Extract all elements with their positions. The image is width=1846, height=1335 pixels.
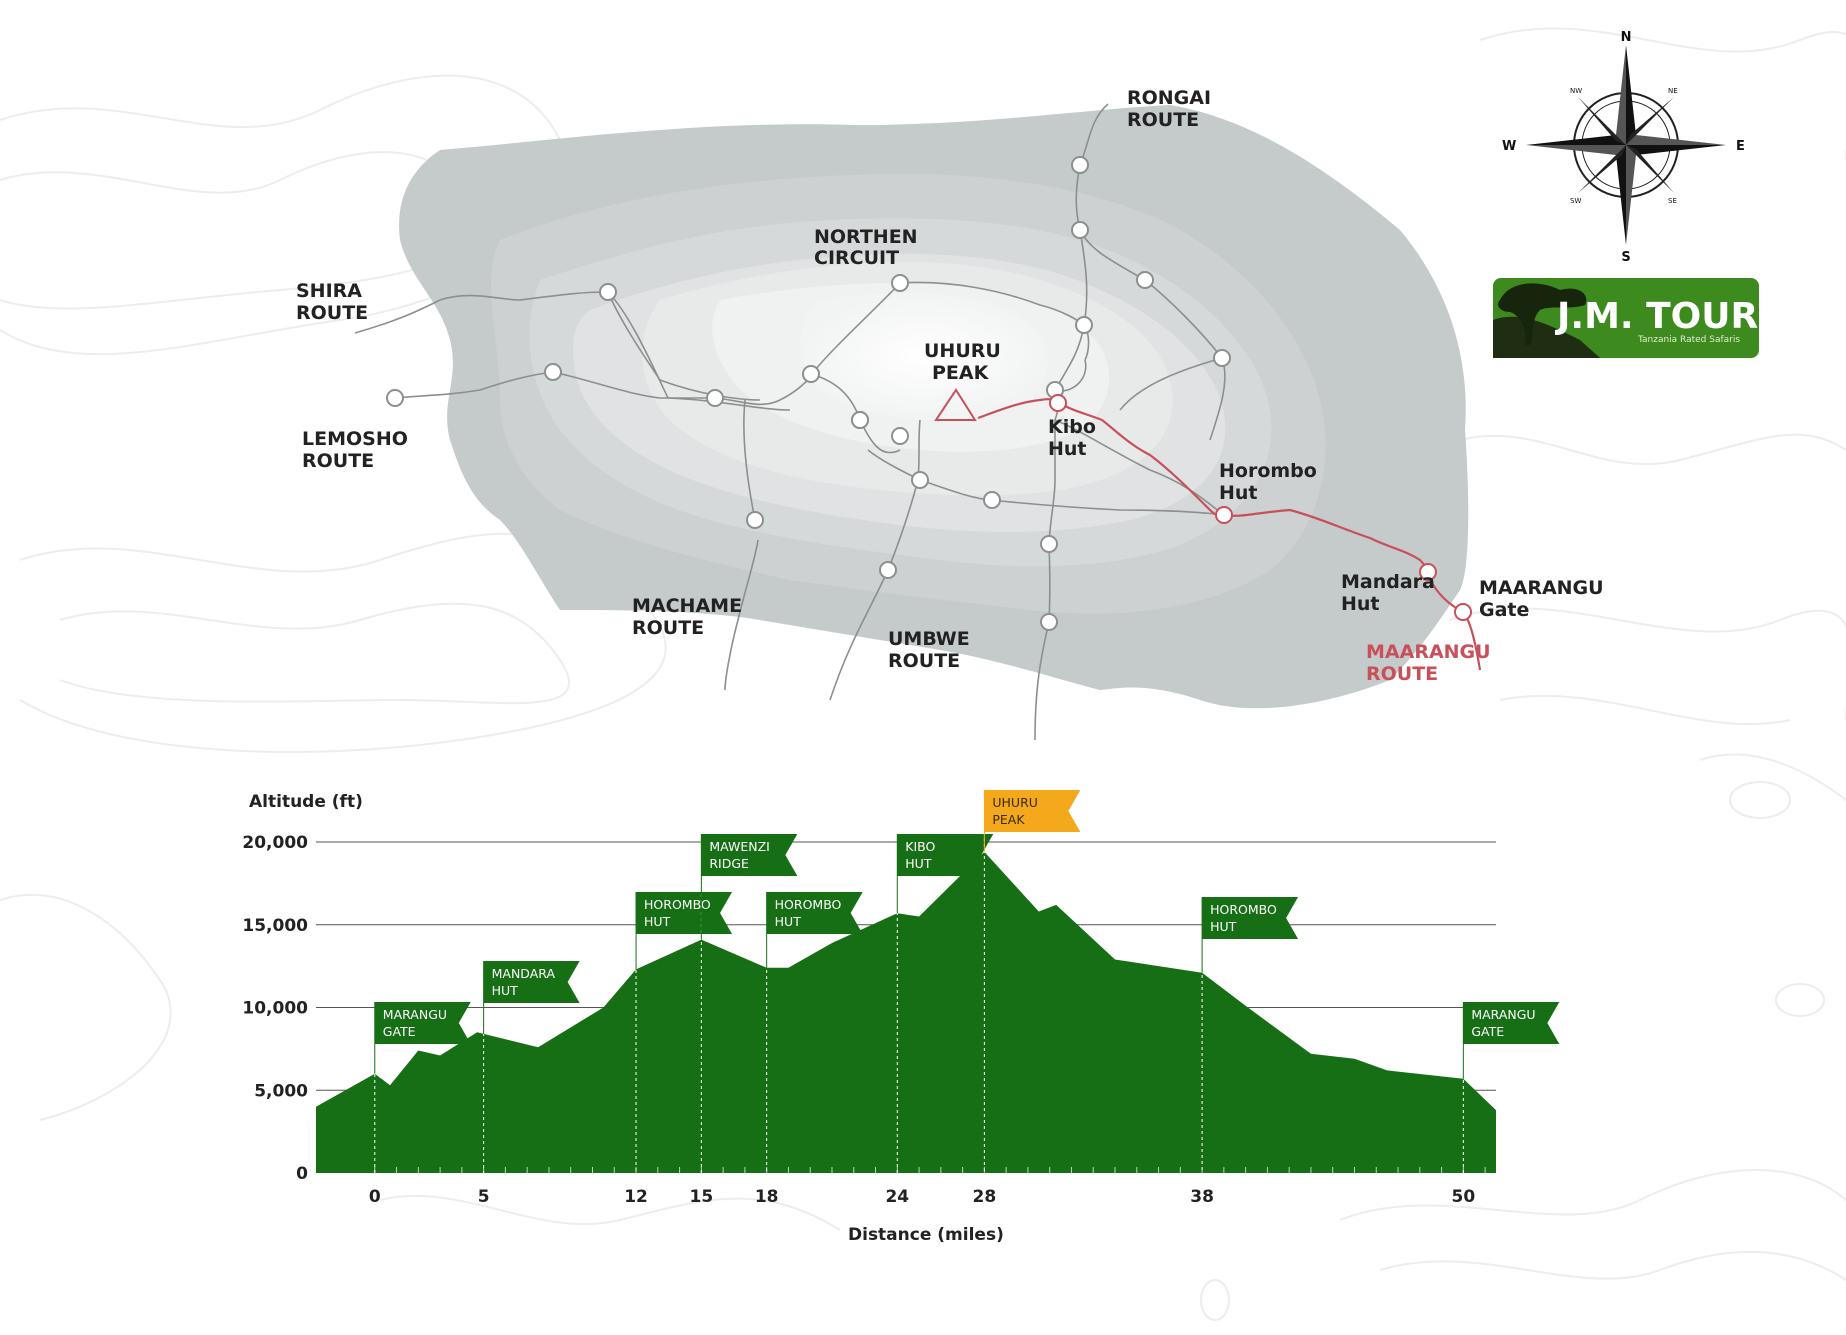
x-tick-label: 15 <box>690 1187 714 1207</box>
svg-text:GATE: GATE <box>383 1024 416 1039</box>
waypoint-flag: MANDARA HUT <box>483 961 580 1173</box>
topographic-background <box>0 27 1846 1321</box>
maarangu-gate-label: MAARANGU <box>1479 577 1604 599</box>
svg-text:ROUTE: ROUTE <box>296 302 368 324</box>
svg-text:HUT: HUT <box>492 983 519 998</box>
y-tick-label: 5,000 <box>254 1081 308 1101</box>
elevation-profile-chart: MARANGU GATE MANDARA HUT HOROMBO HUT MAWENZI RI… <box>242 790 1560 1245</box>
svg-text:MARANGU: MARANGU <box>1471 1007 1535 1022</box>
svg-text:J.M. TOURS: J.M. TOURS <box>1554 296 1784 337</box>
uhuru-peak-label: UHURU <box>924 340 1001 362</box>
map-labels: RONGAI ROUTE NORTHEN CIRCUIT SHIRA ROUTE… <box>296 87 1604 685</box>
y-axis-ticks: 0 5,000 10,000 15,000 20,000 <box>242 833 308 1184</box>
svg-text:HOROMBO: HOROMBO <box>1210 902 1277 917</box>
x-tick-label: 28 <box>973 1187 997 1207</box>
y-axis-label: Altitude (ft) <box>249 792 363 812</box>
svg-text:SE: SE <box>1668 197 1677 205</box>
y-tick-label: 0 <box>296 1164 308 1184</box>
waypoint-flag: KIBO HUT <box>896 834 994 1173</box>
svg-text:HUT: HUT <box>1210 919 1237 934</box>
horombo-hut-label: Horombo <box>1219 460 1317 482</box>
svg-text:PEAK: PEAK <box>992 812 1025 827</box>
svg-text:ROUTE: ROUTE <box>302 450 374 472</box>
waypoint-flag: UHURU PEAK <box>983 790 1081 1173</box>
svg-text:HOROMBO: HOROMBO <box>644 897 711 912</box>
mountain-contours <box>399 105 1469 709</box>
x-axis-label: Distance (miles) <box>848 1225 1004 1245</box>
y-tick-label: 15,000 <box>242 916 308 936</box>
lemosho-route-label: LEMOSHO <box>302 428 408 450</box>
maarangu-gate-marker <box>1454 603 1472 621</box>
chart-waypoint-markers: MARANGU GATE MANDARA HUT HOROMBO HUT MAWENZI RI… <box>374 790 1560 1173</box>
x-tick-label: 38 <box>1190 1187 1214 1207</box>
umbwe-route-label: UMBWE <box>888 628 970 650</box>
waypoint-markers <box>386 156 1231 631</box>
svg-text:ROUTE: ROUTE <box>632 617 704 639</box>
svg-text:ROUTE: ROUTE <box>1127 109 1199 131</box>
kibo-hut-label: Kibo <box>1048 416 1096 438</box>
waypoint-flag: HOROMBO HUT <box>1201 897 1299 1173</box>
svg-text:Hut: Hut <box>1219 482 1258 504</box>
x-tick-label: 50 <box>1452 1187 1476 1207</box>
y-tick-label: 10,000 <box>242 999 308 1019</box>
svg-text:W: W <box>1502 139 1516 154</box>
waypoint-flag: HOROMBO HUT <box>766 892 863 1173</box>
svg-text:MARANGU: MARANGU <box>383 1007 447 1022</box>
svg-text:SW: SW <box>1570 197 1581 205</box>
y-tick-label: 20,000 <box>242 833 308 853</box>
elevation-area <box>316 851 1496 1173</box>
jm-tours-logo: J.M. TOURS Tanzania Rated Safaris <box>1493 278 1784 358</box>
svg-text:PEAK: PEAK <box>932 362 990 384</box>
svg-text:Hut: Hut <box>1341 593 1380 615</box>
waypoint-flag: HOROMBO HUT <box>635 892 733 1173</box>
svg-text:HOROMBO: HOROMBO <box>775 897 842 912</box>
svg-text:GATE: GATE <box>1471 1024 1504 1039</box>
svg-text:N: N <box>1621 30 1632 45</box>
mandara-hut-marker <box>1419 563 1437 581</box>
x-tick-label: 0 <box>369 1187 381 1207</box>
mandara-hut-label: Mandara <box>1341 571 1435 593</box>
rongai-route-label: RONGAI <box>1127 87 1211 109</box>
machame-route-label: MACHAME <box>632 595 742 617</box>
waypoint-flag: MAWENZI RIDGE <box>700 834 798 1173</box>
svg-text:HUT: HUT <box>905 856 932 871</box>
compass-rose-icon: N S E W NE NW SE SW <box>1502 30 1745 265</box>
northern-circuit-label: NORTHEN <box>814 226 918 248</box>
svg-text:ROUTE: ROUTE <box>888 650 960 672</box>
maarangu-route-label: MAARANGU <box>1366 641 1491 663</box>
svg-text:E: E <box>1736 139 1745 154</box>
x-tick-label: 18 <box>755 1187 779 1207</box>
svg-text:ROUTE: ROUTE <box>1366 663 1438 685</box>
svg-text:CIRCUIT: CIRCUIT <box>814 247 899 269</box>
svg-text:HUT: HUT <box>775 914 802 929</box>
waypoint-flag: MARANGU GATE <box>1462 1002 1560 1173</box>
x-tick-label: 12 <box>624 1187 648 1207</box>
waypoint-flag: MARANGU GATE <box>374 1002 471 1173</box>
uhuru-peak-triangle <box>934 388 977 421</box>
svg-text:NE: NE <box>1668 87 1678 95</box>
svg-text:MAWENZI: MAWENZI <box>709 839 770 854</box>
x-tick-label: 24 <box>885 1187 909 1207</box>
x-axis-ticks: 0 5 12 15 18 24 28 38 50 <box>369 1187 1475 1207</box>
svg-text:Hut: Hut <box>1048 438 1087 460</box>
svg-text:S: S <box>1621 250 1630 265</box>
svg-text:MANDARA: MANDARA <box>492 966 556 981</box>
marangu-waypoints <box>1049 394 1472 621</box>
horombo-hut-marker <box>1215 506 1233 524</box>
svg-text:UHURU: UHURU <box>992 795 1038 810</box>
shira-route-label: SHIRA <box>296 280 362 302</box>
svg-text:NW: NW <box>1570 87 1582 95</box>
svg-text:HUT: HUT <box>644 914 671 929</box>
svg-text:Gate: Gate <box>1479 599 1529 621</box>
svg-text:Tanzania Rated Safaris: Tanzania Rated Safaris <box>1637 335 1740 345</box>
svg-text:RIDGE: RIDGE <box>709 856 749 871</box>
svg-text:KIBO: KIBO <box>905 839 935 854</box>
x-tick-label: 5 <box>478 1187 490 1207</box>
kibo-hut-marker <box>1049 394 1067 412</box>
